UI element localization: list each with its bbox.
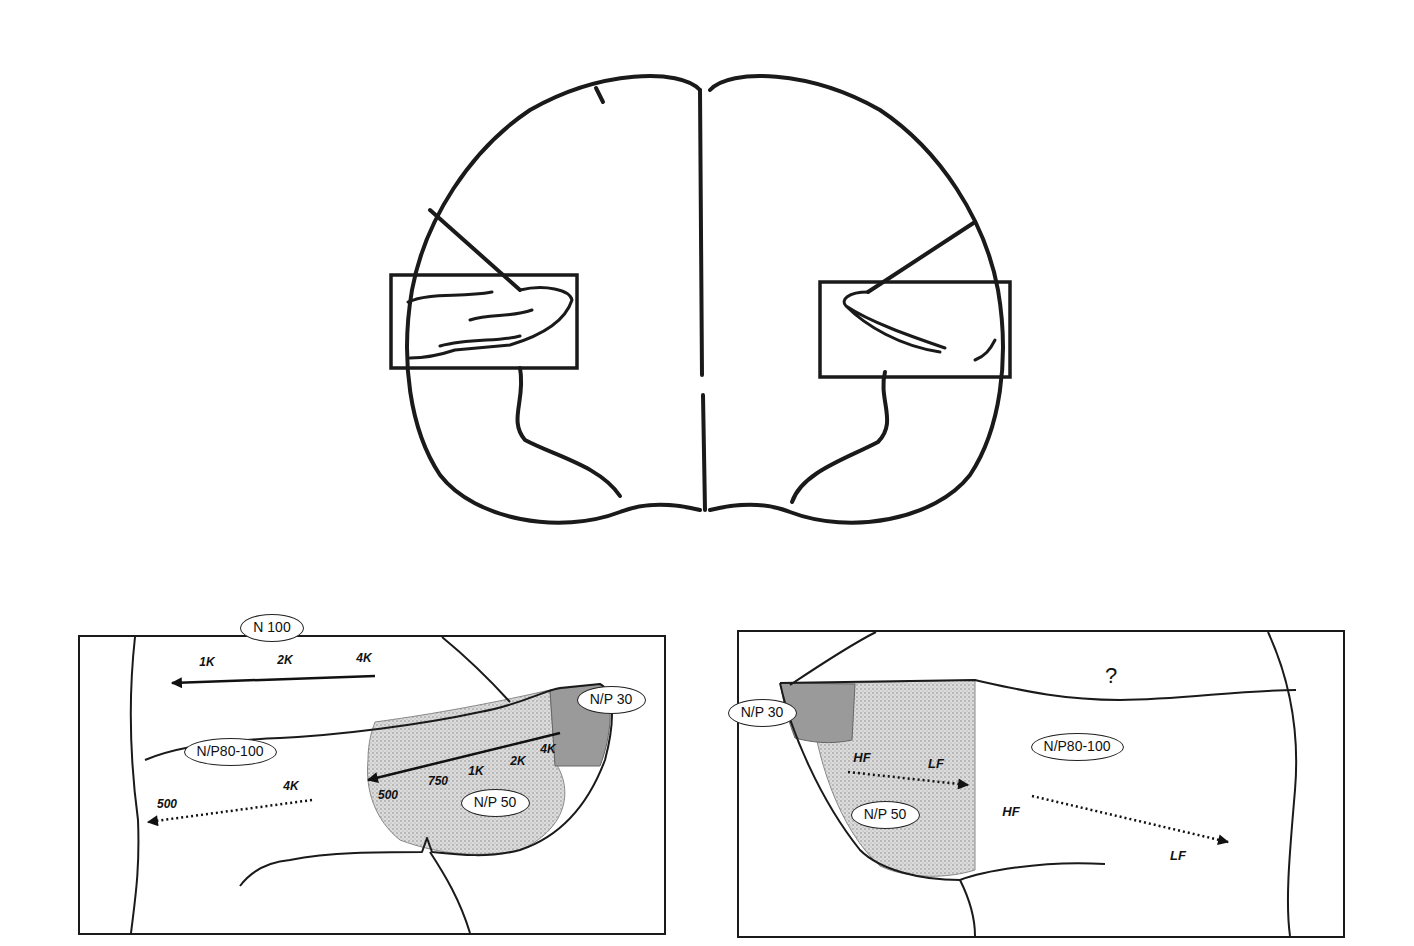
right-temporal-outline xyxy=(780,680,1296,936)
left-sylvian-fissure xyxy=(430,210,520,290)
left-panel-frame xyxy=(79,636,665,934)
frequency-label: HF xyxy=(853,751,870,765)
frequency-label: 500 xyxy=(378,789,398,802)
left-hemisphere xyxy=(407,76,700,523)
region-label-ellipse: N/P 50 xyxy=(461,789,530,817)
region-label-ellipse: N 100 xyxy=(240,614,304,642)
tonotopic-arrow xyxy=(368,733,560,780)
left-temporal-outline xyxy=(145,684,612,886)
frequency-label: LF xyxy=(1170,849,1186,863)
frequency-label: 500 xyxy=(157,798,177,811)
region-label: N 100 xyxy=(253,620,290,635)
frequency-label: 2K xyxy=(510,755,525,768)
frequency-label: 1K xyxy=(468,765,483,778)
right-zoom-frame xyxy=(820,282,1010,377)
region-label: N/P80-100 xyxy=(1044,739,1111,754)
region-label-ellipse: N/P80-100 xyxy=(1031,733,1124,761)
left-panel-boundary xyxy=(131,637,139,933)
right-temporal-sulci xyxy=(844,292,995,360)
midline xyxy=(700,90,705,510)
right-inner-contour xyxy=(792,372,887,502)
tonotopic-arrow-dotted xyxy=(848,772,968,785)
region-label: N/P 50 xyxy=(864,807,907,822)
tonotopic-arrow xyxy=(172,676,375,683)
frequency-label: 2K xyxy=(277,654,292,667)
tonotopic-arrow-dotted xyxy=(1032,796,1228,842)
region-label-ellipse: N/P 50 xyxy=(851,801,920,829)
right-panel-frame xyxy=(738,631,1344,937)
region-label: N/P 30 xyxy=(590,692,633,707)
frequency-label: LF xyxy=(928,757,944,771)
left-zoom-frame xyxy=(391,275,577,368)
sulcus xyxy=(596,88,603,102)
frequency-label: 4K xyxy=(540,743,555,756)
region-label-ellipse: N/P 30 xyxy=(577,686,646,714)
region-label: N/P80-100 xyxy=(197,744,264,759)
left-temporal-sulci xyxy=(408,288,572,358)
frequency-label: HF xyxy=(1002,805,1019,819)
left-inner-contour xyxy=(517,368,620,496)
right-panel-boundary xyxy=(1268,632,1296,936)
region-label: N/P 50 xyxy=(474,795,517,810)
right-hemisphere xyxy=(710,76,1003,523)
region-label-ellipse: N/P80-100 xyxy=(184,738,277,766)
region-label-ellipse: N/P 30 xyxy=(728,699,797,727)
frequency-label: 4K xyxy=(356,652,371,665)
frequency-label: 750 xyxy=(428,775,448,788)
frequency-label: 4K xyxy=(283,780,298,793)
region-label: N/P 30 xyxy=(741,705,784,720)
right-panel-contour xyxy=(790,632,876,685)
frequency-label: 1K xyxy=(199,656,214,669)
unknown-marker: ? xyxy=(1105,664,1117,688)
